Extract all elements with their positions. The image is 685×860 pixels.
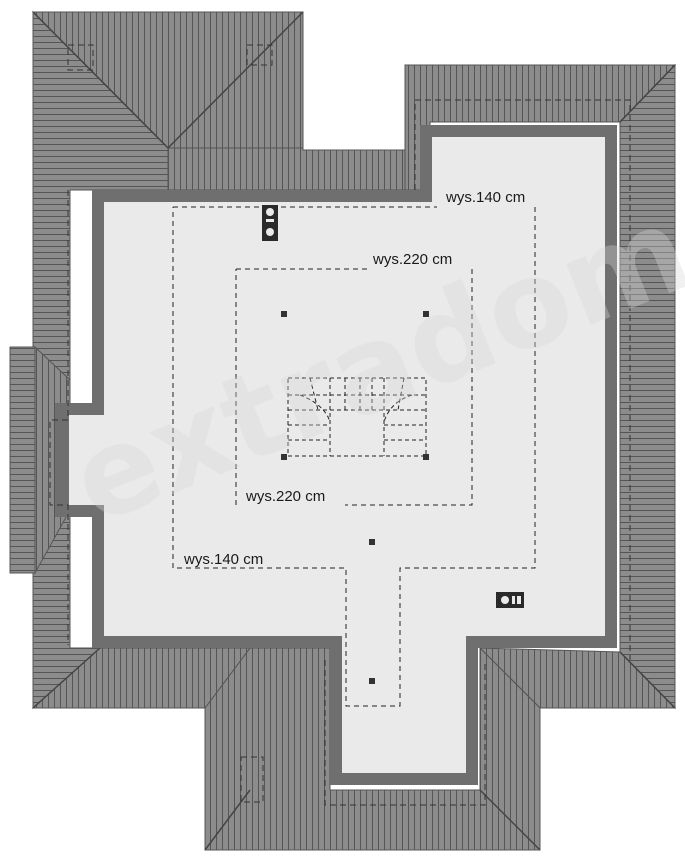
post	[281, 454, 287, 460]
post	[369, 678, 375, 684]
post	[281, 311, 287, 317]
height-label-outer-bottom: wys.140 cm	[183, 551, 263, 568]
chimney-horizontal	[496, 592, 524, 608]
height-zone-220	[235, 268, 473, 506]
roof-right	[619, 63, 676, 710]
height-label-outer-top: wys.140 cm	[445, 189, 525, 206]
roof-dormer-left	[9, 346, 36, 574]
posts	[281, 311, 429, 684]
height-label-inner-top: wys.220 cm	[372, 251, 452, 268]
height-label-inner-bottom: wys.220 cm	[245, 488, 325, 505]
roof-hidden-lines	[49, 44, 631, 806]
staircase	[287, 377, 427, 457]
height-zone-140	[172, 206, 536, 707]
chimney-vertical	[262, 205, 278, 241]
roof	[9, 10, 677, 851]
post	[423, 454, 429, 460]
post	[423, 311, 429, 317]
attic-floor	[69, 137, 605, 773]
post	[369, 539, 375, 545]
